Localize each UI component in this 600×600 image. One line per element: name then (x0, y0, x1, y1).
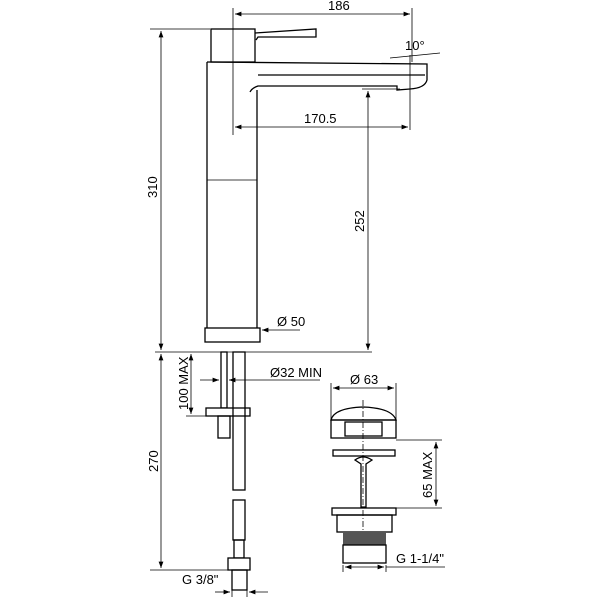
dim-total-height: 310 (145, 176, 160, 198)
flexible-hose (227, 351, 251, 591)
dimension-lines (150, 8, 445, 597)
dim-waste-depth: 65 MAX (420, 451, 435, 498)
pop-up-waste (330, 406, 397, 564)
dim-counter-thickness: 100 MAX (176, 356, 191, 410)
dim-waste-thread: G 1-1/4" (396, 551, 444, 566)
dim-hose-length: 270 (146, 450, 161, 472)
dim-hose-thread: G 3/8" (182, 572, 219, 587)
dim-spout-reach: 170.5 (304, 111, 337, 126)
dim-waste-diameter: Ø 63 (350, 372, 378, 387)
dim-spout-angle: 10° (405, 38, 425, 53)
fixing-kit (205, 351, 251, 439)
dim-overall-reach: 186 (328, 0, 350, 13)
dim-base-diameter: Ø 50 (277, 314, 305, 329)
dim-hole-diameter: Ø32 MIN (270, 365, 322, 380)
faucet-body (204, 28, 428, 343)
dim-spout-height: 252 (352, 210, 367, 232)
